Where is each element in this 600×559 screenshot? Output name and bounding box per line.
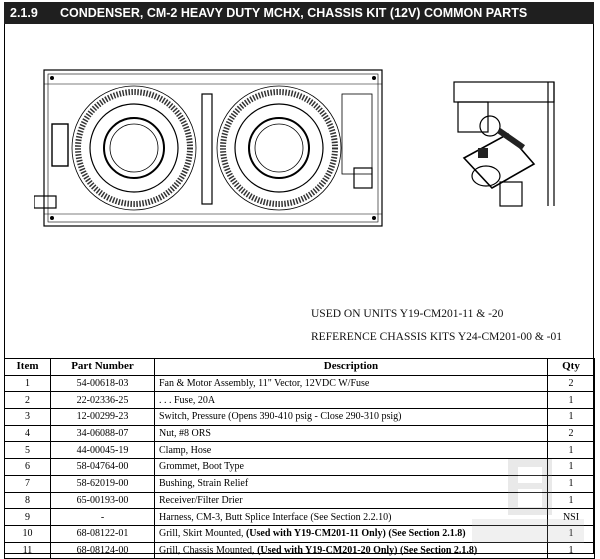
part-number-cell: 68-08124-00 (50, 541, 155, 559)
item-cell: 10 (4, 524, 51, 543)
description-cell: Switch, Pressure (Opens 390-410 psig - C… (154, 408, 548, 426)
item-cell: 6 (4, 458, 51, 476)
part-number-cell: 44-00045-19 (50, 441, 155, 460)
qty-cell: 1 (547, 491, 595, 510)
condenser-front-drawing (34, 69, 383, 227)
section-title: CONDENSER, CM-2 HEAVY DUTY MCHX, CHASSIS… (60, 6, 528, 20)
reference-note: REFERENCE CHASSIS KITS Y24-CM201-00 & -0… (311, 331, 562, 343)
description-cell: Grill, Skirt Mounted, (Used with Y19-CM2… (154, 524, 548, 543)
item-cell: 1 (4, 374, 51, 393)
item-cell: 9 (4, 508, 51, 526)
item-cell: 11 (4, 541, 51, 559)
part-number-cell: 68-08122-01 (50, 524, 155, 543)
description-section-ref: (See Section 2.1.8) (397, 544, 478, 556)
item-cell: 2 (4, 391, 51, 410)
description-text: Fan & Motor Assembly, 11" Vector, 12VDC … (159, 378, 370, 390)
watermark-logo (472, 459, 584, 543)
item-cell: 3 (4, 408, 51, 426)
item-cell: 8 (4, 491, 51, 510)
col-header-item: Item (4, 358, 51, 376)
description-text: Harness, CM-3, Butt Splice Interface (Se… (159, 511, 392, 523)
used-on-note: USED ON UNITS Y19-CM201-11 & -20 (311, 308, 504, 320)
description-text: Nut, #8 ORS (159, 428, 211, 440)
condenser-side-drawing (453, 81, 555, 207)
part-number-cell: 58-04764-00 (50, 458, 155, 476)
description-text: Grill, Skirt Mounted, (159, 528, 246, 540)
description-text: Bushing, Strain Relief (159, 478, 249, 490)
description-text: Grommet, Boot Type (159, 461, 244, 473)
qty-cell: 1 (547, 391, 595, 410)
qty-cell: 2 (547, 424, 595, 443)
part-number-cell: 22-02336-25 (50, 391, 155, 410)
col-header-qty: Qty (547, 358, 595, 376)
qty-cell: 1 (547, 408, 595, 426)
part-number-cell: - (50, 508, 155, 526)
description-cell: Fan & Motor Assembly, 11" Vector, 12VDC … (154, 374, 548, 393)
description-text: Receiver/Filter Drier (159, 494, 243, 506)
description-text: Switch, Pressure (Opens 390-410 psig - C… (159, 411, 402, 423)
table-header-row: Item Part Number Description Qty (4, 358, 595, 376)
item-cell: 4 (4, 424, 51, 443)
part-number-cell: 34-06088-07 (50, 424, 155, 443)
description-text: Grill, Chassis Mounted, (159, 544, 258, 556)
part-number-cell: 54-00618-03 (50, 374, 155, 393)
description-cell: Nut, #8 ORS (154, 424, 548, 443)
section-number: 2.1.9 (10, 6, 38, 20)
item-cell: 7 (4, 474, 51, 493)
qty-cell: 1 (547, 541, 595, 559)
col-header-part-number: Part Number (50, 358, 155, 376)
description-cell: . . . Fuse, 20A (154, 391, 548, 410)
section-header: 2.1.9 CONDENSER, CM-2 HEAVY DUTY MCHX, C… (4, 2, 594, 24)
item-cell: 5 (4, 441, 51, 460)
qty-cell: 2 (547, 374, 595, 393)
part-number-cell: 58-62019-00 (50, 474, 155, 493)
description-section-ref: (See Section 2.1.8) (385, 528, 466, 540)
description-text: . . . Fuse, 20A (159, 394, 216, 406)
col-header-description: Description (154, 358, 548, 376)
description-usage-note: (Used with Y19-CM201-20 Only) (257, 544, 398, 556)
part-number-cell: 65-00193-00 (50, 491, 155, 510)
part-number-cell: 12-00299-23 (50, 408, 155, 426)
description-usage-note: (Used with Y19-CM201-11 Only) (245, 528, 386, 540)
description-text: Clamp, Hose (159, 444, 212, 456)
